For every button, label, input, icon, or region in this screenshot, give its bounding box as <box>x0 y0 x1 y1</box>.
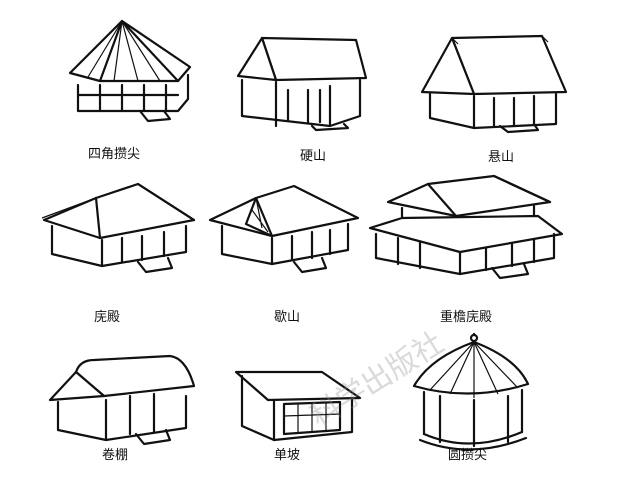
double-eave-hipped-roof-drawing <box>368 174 564 280</box>
round-ridge-roof-drawing <box>48 354 196 446</box>
figure-label: 悬山 <box>488 150 515 165</box>
figure-label: 重檐庑殿 <box>440 310 493 325</box>
figure-label: 圆攒尖 <box>448 448 488 463</box>
single-slope-roof-drawing <box>234 370 362 442</box>
figure-xuanshan: 悬山 <box>418 32 568 165</box>
figure-xieshan: 歇山 <box>208 180 364 325</box>
hipped-roof-drawing <box>41 182 196 274</box>
gable-roof-drawing <box>236 36 368 132</box>
figure-label: 四角攒尖 <box>88 147 141 162</box>
figure-label: 单坡 <box>274 448 301 463</box>
figure-yingshan: 硬山 <box>232 30 372 164</box>
gable-and-hip-roof-drawing <box>208 184 360 274</box>
figure-juanpeng: 卷棚 <box>46 350 196 463</box>
overhanging-gable-roof-drawing <box>420 34 568 134</box>
figure-label: 庑殿 <box>94 310 121 325</box>
figure-wudian: 庑殿 <box>40 180 200 325</box>
figure-label: 卷棚 <box>102 448 129 463</box>
pyramidal-roof-drawing <box>68 19 192 123</box>
figure-yuan-cuanjian: 圆攒尖 <box>410 330 530 463</box>
figure-sijiao-cuanjian: 四角攒尖 <box>60 15 200 162</box>
figure-label: 硬山 <box>300 149 327 164</box>
figure-chongyan-wudian: 重檐庑殿 <box>368 172 564 325</box>
figure-label: 歇山 <box>274 310 301 325</box>
figure-danpo: 单坡 <box>228 366 364 463</box>
round-pyramidal-roof-drawing <box>412 332 530 451</box>
